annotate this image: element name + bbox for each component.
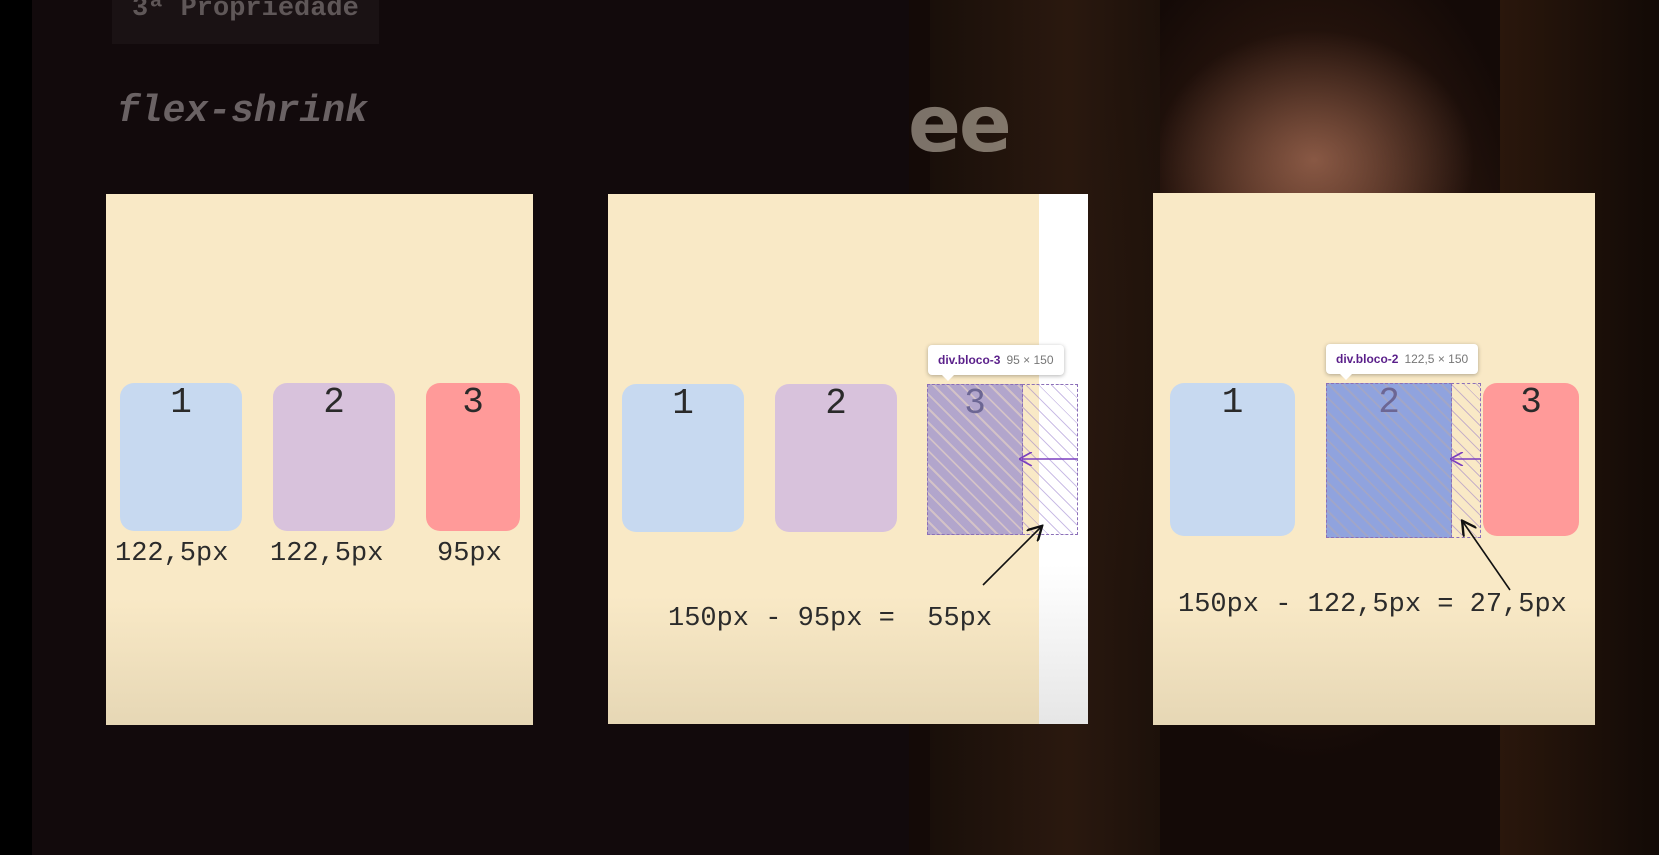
property-name-heading: flex-shrink (117, 90, 368, 133)
flex-item-1: 1 (1170, 383, 1295, 536)
flex-item-3: 3 (426, 383, 520, 531)
flex-item-3: 3 (1483, 383, 1579, 536)
flex-item-number: 1 (170, 382, 192, 423)
slide-overlay-text: ee (908, 80, 1012, 170)
shrink-formula: 150px - 95px = 55px (668, 604, 993, 634)
shrink-formula: 150px - 122,5px = 27,5px (1178, 590, 1567, 620)
flex-item-2: 2 (775, 384, 897, 532)
panel-shrink-item-3: 1 2 3 div.bloco-3 95 × 150 150px - 95px =… (608, 194, 1088, 724)
tooltip-selector: div.bloco-2 (1336, 352, 1399, 366)
tooltip-dimensions: 95 × 150 (1006, 353, 1054, 367)
flex-item-number: 2 (323, 382, 345, 423)
flex-item-number: 1 (1221, 382, 1244, 423)
property-number-label: 3ª Propriedade (112, 0, 379, 44)
flex-item-number: 3 (964, 383, 986, 424)
flex-item-2: 2 (273, 383, 395, 531)
flex-item-number: 3 (1520, 382, 1542, 423)
devtools-tooltip: div.bloco-3 95 × 150 (928, 345, 1064, 381)
arrow-to-shrunk-space (982, 527, 1041, 586)
flex-item-1: 1 (120, 383, 242, 531)
flex-item-number: 2 (825, 383, 847, 424)
flex-item-1: 1 (622, 384, 744, 532)
flex-item-number: 2 (1378, 382, 1400, 423)
width-label-3: 95px (437, 539, 502, 569)
width-label-1: 122,5px (115, 539, 229, 569)
flex-item-3-highlight: 3 (927, 384, 1023, 535)
flex-item-number: 1 (672, 383, 694, 424)
flex-item-number: 3 (462, 382, 484, 423)
width-label-2: 122,5px (270, 539, 384, 569)
tooltip-selector: div.bloco-3 (938, 353, 1001, 367)
panel-shrink-item-2: 1 2 3 div.bloco-2 122,5 × 150 150px - 122… (1153, 193, 1595, 725)
panel-result-widths: 1 2 3 122,5px 122,5px 95px (106, 194, 533, 725)
arrow-to-shrunk-space (1463, 522, 1511, 591)
devtools-tooltip: div.bloco-2 122,5 × 150 (1326, 344, 1479, 380)
tooltip-dimensions: 122,5 × 150 (1404, 352, 1469, 366)
